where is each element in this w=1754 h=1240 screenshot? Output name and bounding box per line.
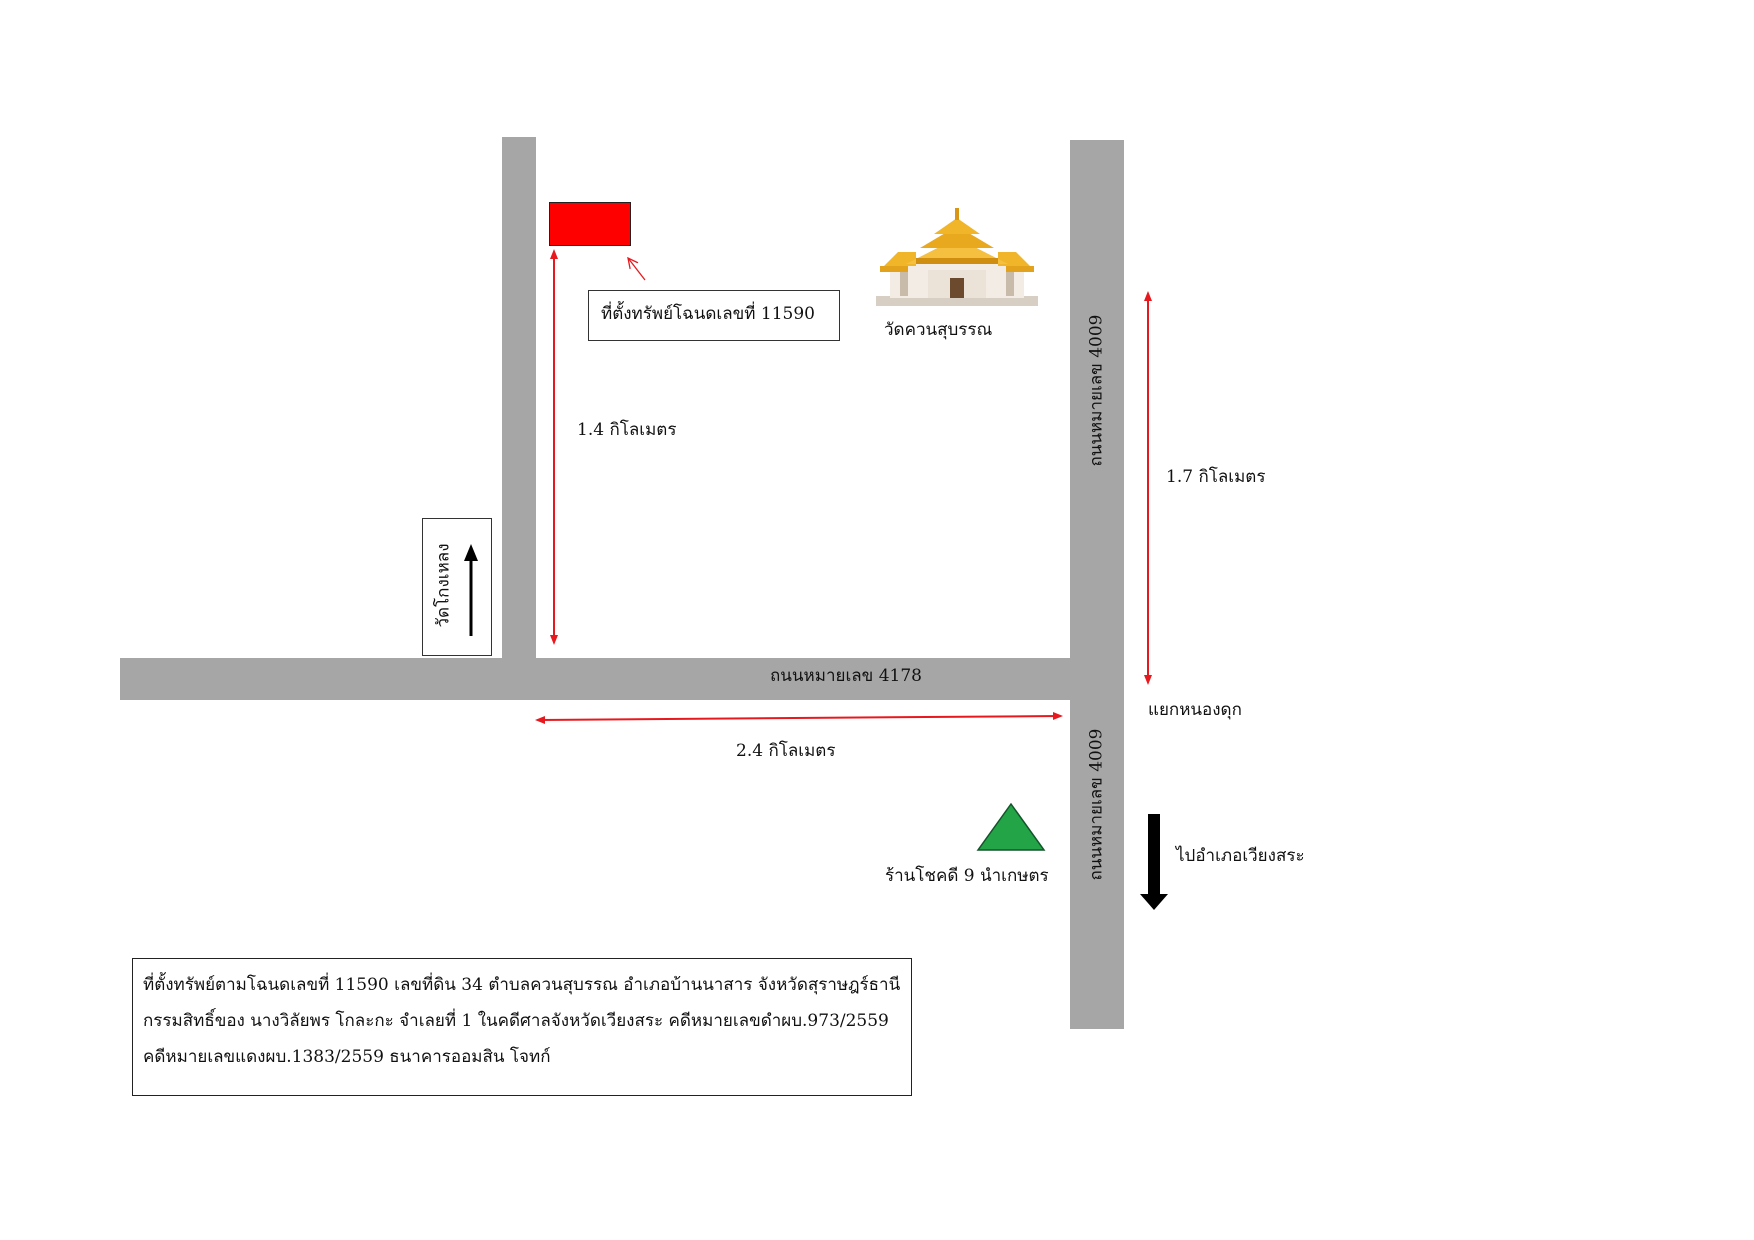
info-line-1: ที่ตั้งทรัพย์ตามโฉนดเลขที่ 11590 เลขที่ด…: [143, 975, 901, 995]
info-line-3: คดีหมายเลขแดงผบ.1383/2559 ธนาคารออมสิน โ…: [143, 1047, 551, 1067]
junction-name: แยกหนองดุก: [1148, 700, 1242, 720]
info-box: ที่ตั้งทรัพย์ตามโฉนดเลขที่ 11590 เลขที่ด…: [132, 958, 912, 1096]
road-4009-north: [1070, 140, 1124, 662]
distance-east: 2.4 กิโลเมตร: [736, 741, 836, 761]
shop-marker-icon: [976, 802, 1046, 851]
south-arrow-icon: [1140, 814, 1168, 910]
to-district-label: ไปอำเภอเวียงสระ: [1176, 846, 1305, 866]
property-label: ที่ตั้งทรัพย์โฉนดเลขที่ 11590: [601, 304, 815, 324]
temple-name: วัดควนสุบรรณ: [884, 320, 993, 340]
property-marker: [549, 202, 631, 246]
temple-icon: [876, 208, 1038, 306]
road-4178-label: ถนนหมายเลข 4178: [770, 666, 922, 686]
road-4009-south: [1070, 700, 1124, 1029]
road-4178: [120, 658, 1124, 700]
property-pointer-arrow: [628, 258, 646, 281]
temple-direction-box: วัดโกงเหลง: [422, 518, 492, 656]
property-label-box: ที่ตั้งทรัพย์โฉนดเลขที่ 11590: [588, 290, 840, 341]
distance-north-right: 1.7 กิโลเมตร: [1166, 467, 1266, 487]
info-line-2: กรรมสิทธิ์ของ นางวิลัยพร โกละกะ จำเลยที่…: [143, 1011, 889, 1031]
road-vertical-left: [502, 137, 536, 658]
north-arrow-icon: [464, 544, 478, 636]
distance-north-left: 1.4 กิโลเมตร: [577, 420, 677, 440]
shop-name: ร้านโชคดี 9 นำเกษตร: [885, 866, 1049, 886]
distance-arrow-east: [535, 712, 1063, 724]
